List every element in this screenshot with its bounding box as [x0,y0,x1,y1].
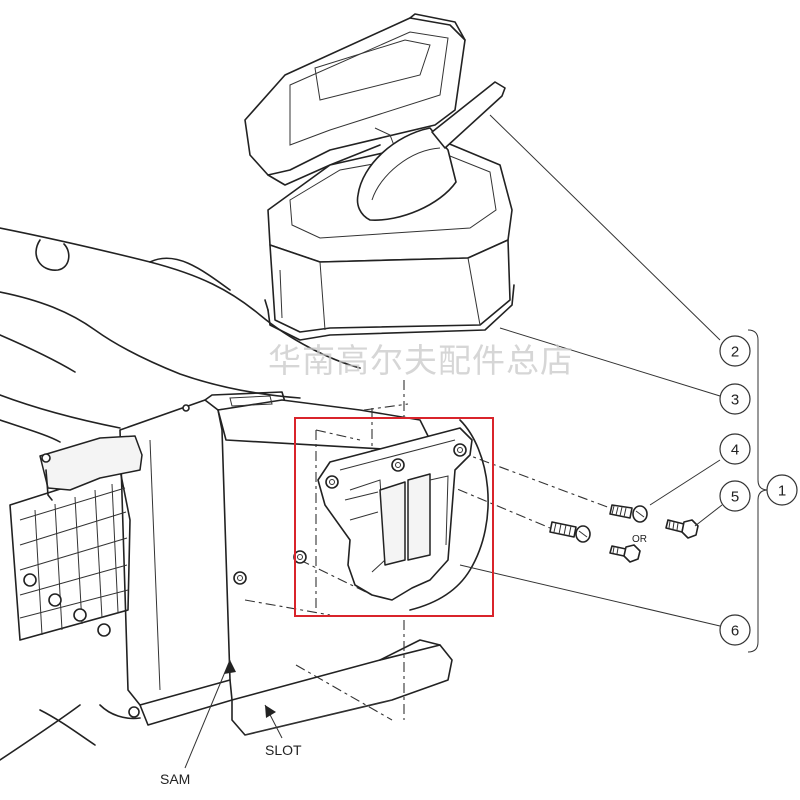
svg-text:1: 1 [778,483,786,500]
fender-curve [409,419,489,611]
callout-1: 1 [766,474,798,506]
callout-4: 4 [719,433,751,465]
leader-lines [184,114,769,769]
svg-text:6: 6 [731,623,739,640]
screw-self-tapping-upper [609,504,648,523]
svg-text:4: 4 [731,442,739,459]
svg-text:2: 2 [731,344,739,361]
slot-label: SLOT [265,742,302,758]
bolt-hex-right [665,519,699,539]
watermark-text: 华南高尔夫配件总店 [268,341,574,380]
scoop [356,81,506,221]
cart-frame [0,227,453,761]
svg-text:5: 5 [731,489,739,506]
callout-6: 6 [719,614,751,646]
bolt-hex-lower [609,544,641,563]
callout-5: 5 [719,480,751,512]
assembly-lines [244,380,611,721]
container-lid [244,13,466,186]
sam-arrowhead [224,660,236,674]
callout-3: 3 [719,383,751,415]
callout-2: 2 [719,335,751,367]
highlight-box [294,417,494,617]
svg-text:3: 3 [731,392,739,409]
sam-label: SAM [160,771,190,787]
wire-basket [9,435,143,641]
or-label: OR [632,534,647,545]
slot-arrowhead [265,705,276,718]
bracket [293,427,473,601]
screw-self-tapping-lower [549,521,591,543]
